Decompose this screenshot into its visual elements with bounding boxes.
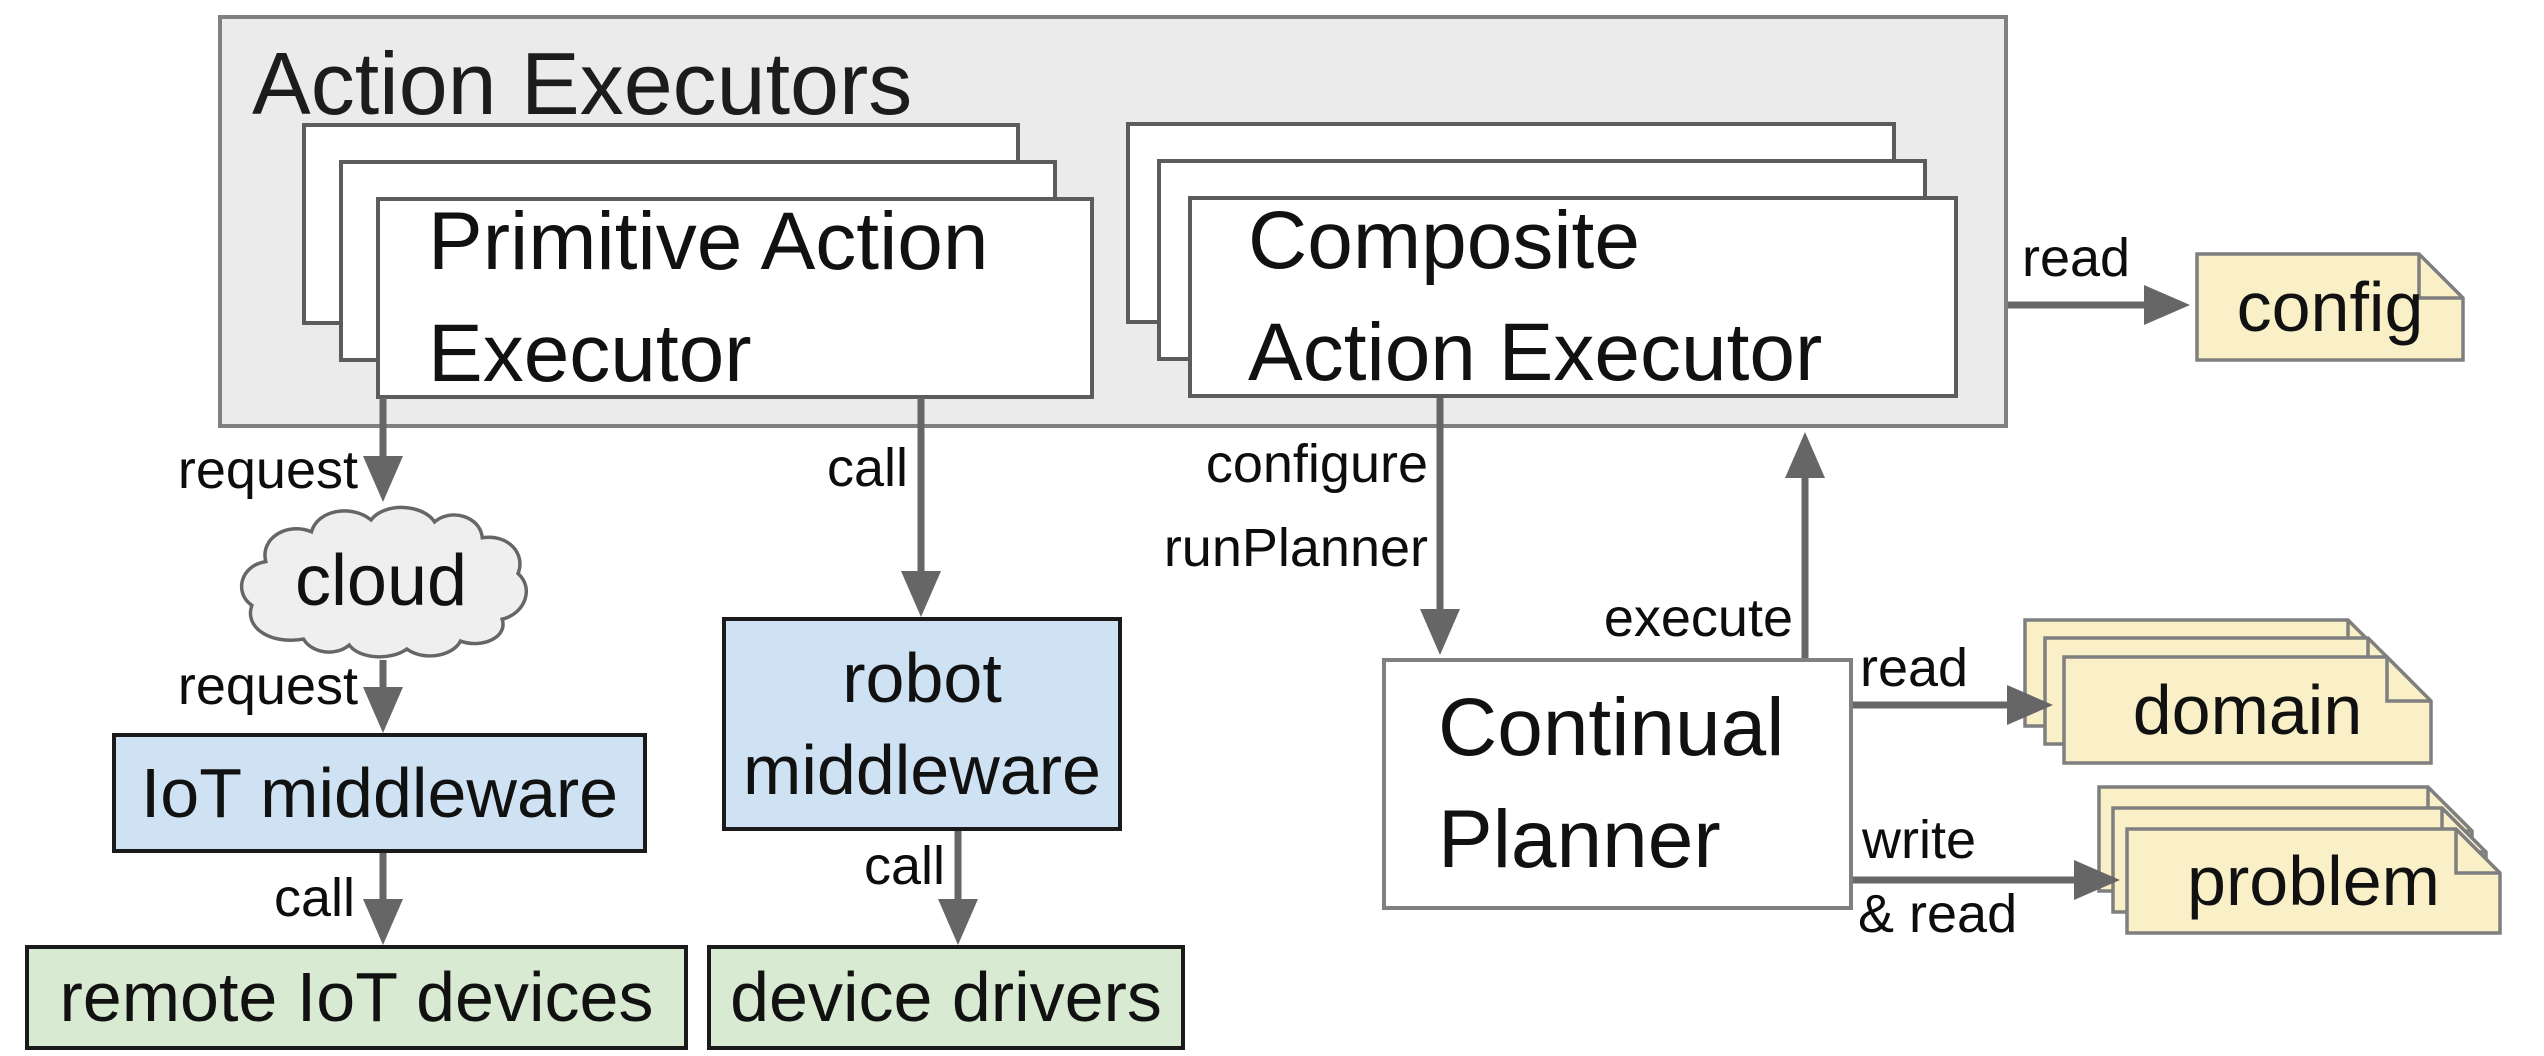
note-icon: [2195, 252, 2465, 362]
iot-middleware-label: IoT middleware: [140, 753, 619, 832]
arrow-read-config: [2008, 285, 2190, 325]
cloud-shape: cloud: [232, 502, 530, 660]
group-title: Action Executors: [252, 34, 913, 133]
edge-label-and-read: & read: [1858, 884, 2018, 944]
edge-label-call-robot: call: [826, 438, 908, 498]
continual-planner-label: Continual Planner: [1386, 662, 1849, 906]
cloud-icon: [240, 505, 529, 659]
remote-iot-devices-box: remote IoT devices: [25, 945, 688, 1050]
robot-middleware-line2: middleware: [743, 731, 1101, 809]
note-icon: [2125, 827, 2502, 935]
edge-label-execute: execute: [1603, 588, 1793, 648]
robot-middleware-line1: robot: [842, 638, 1002, 717]
edge-label-call-drivers: call: [863, 836, 945, 896]
arrow-request-iot: [363, 660, 403, 733]
edge-label-configure: configure: [1205, 434, 1428, 494]
iot-middleware-box: IoT middleware: [112, 733, 647, 853]
arrow-call-remote: [363, 853, 403, 945]
config-note-label: config: [2236, 268, 2424, 346]
edge-label-call-remote: call: [273, 868, 355, 928]
primitive-action-executor-box: Primitive Action Executor: [376, 196, 1094, 399]
problem-note: problem: [2125, 827, 2502, 935]
device-drivers-label: device drivers: [730, 958, 1162, 1037]
device-drivers-box: device drivers: [707, 945, 1185, 1050]
composite-action-executor-box: Composite Action Executor: [1188, 195, 1958, 398]
composite-action-executor-label: Composite Action Executor: [1192, 195, 1954, 398]
edge-label-request-cloud: request: [177, 440, 358, 500]
composite-label-line1: Composite: [1248, 195, 1640, 287]
primitive-label-line1: Primitive Action: [428, 196, 989, 288]
domain-note: domain: [2062, 655, 2433, 765]
primitive-action-executor-label: Primitive Action Executor: [380, 196, 1090, 399]
planner-label-line2: Planner: [1438, 794, 1721, 885]
edge-label-runplanner: runPlanner: [1163, 518, 1428, 578]
problem-note-label: problem: [2187, 842, 2440, 920]
robot-middleware-box: robot middleware: [722, 617, 1122, 831]
note-icon: [2062, 655, 2433, 765]
continual-planner-box: Continual Planner: [1382, 658, 1853, 910]
arrow-call-robot: [901, 398, 941, 617]
cloud-label: cloud: [294, 541, 468, 621]
primitive-label-line2: Executor: [428, 308, 752, 399]
planner-label-line1: Continual: [1438, 682, 1785, 774]
composite-label-line2: Action Executor: [1248, 307, 1823, 398]
remote-iot-devices-label: remote IoT devices: [59, 958, 654, 1037]
config-note: config: [2195, 252, 2465, 362]
edge-label-read-domain: read: [1860, 638, 1969, 698]
domain-note-label: domain: [2132, 671, 2363, 749]
edge-label-request-iot: request: [177, 656, 358, 716]
edge-label-read-config: read: [2022, 228, 2131, 288]
edge-label-write: write: [1862, 810, 1977, 870]
